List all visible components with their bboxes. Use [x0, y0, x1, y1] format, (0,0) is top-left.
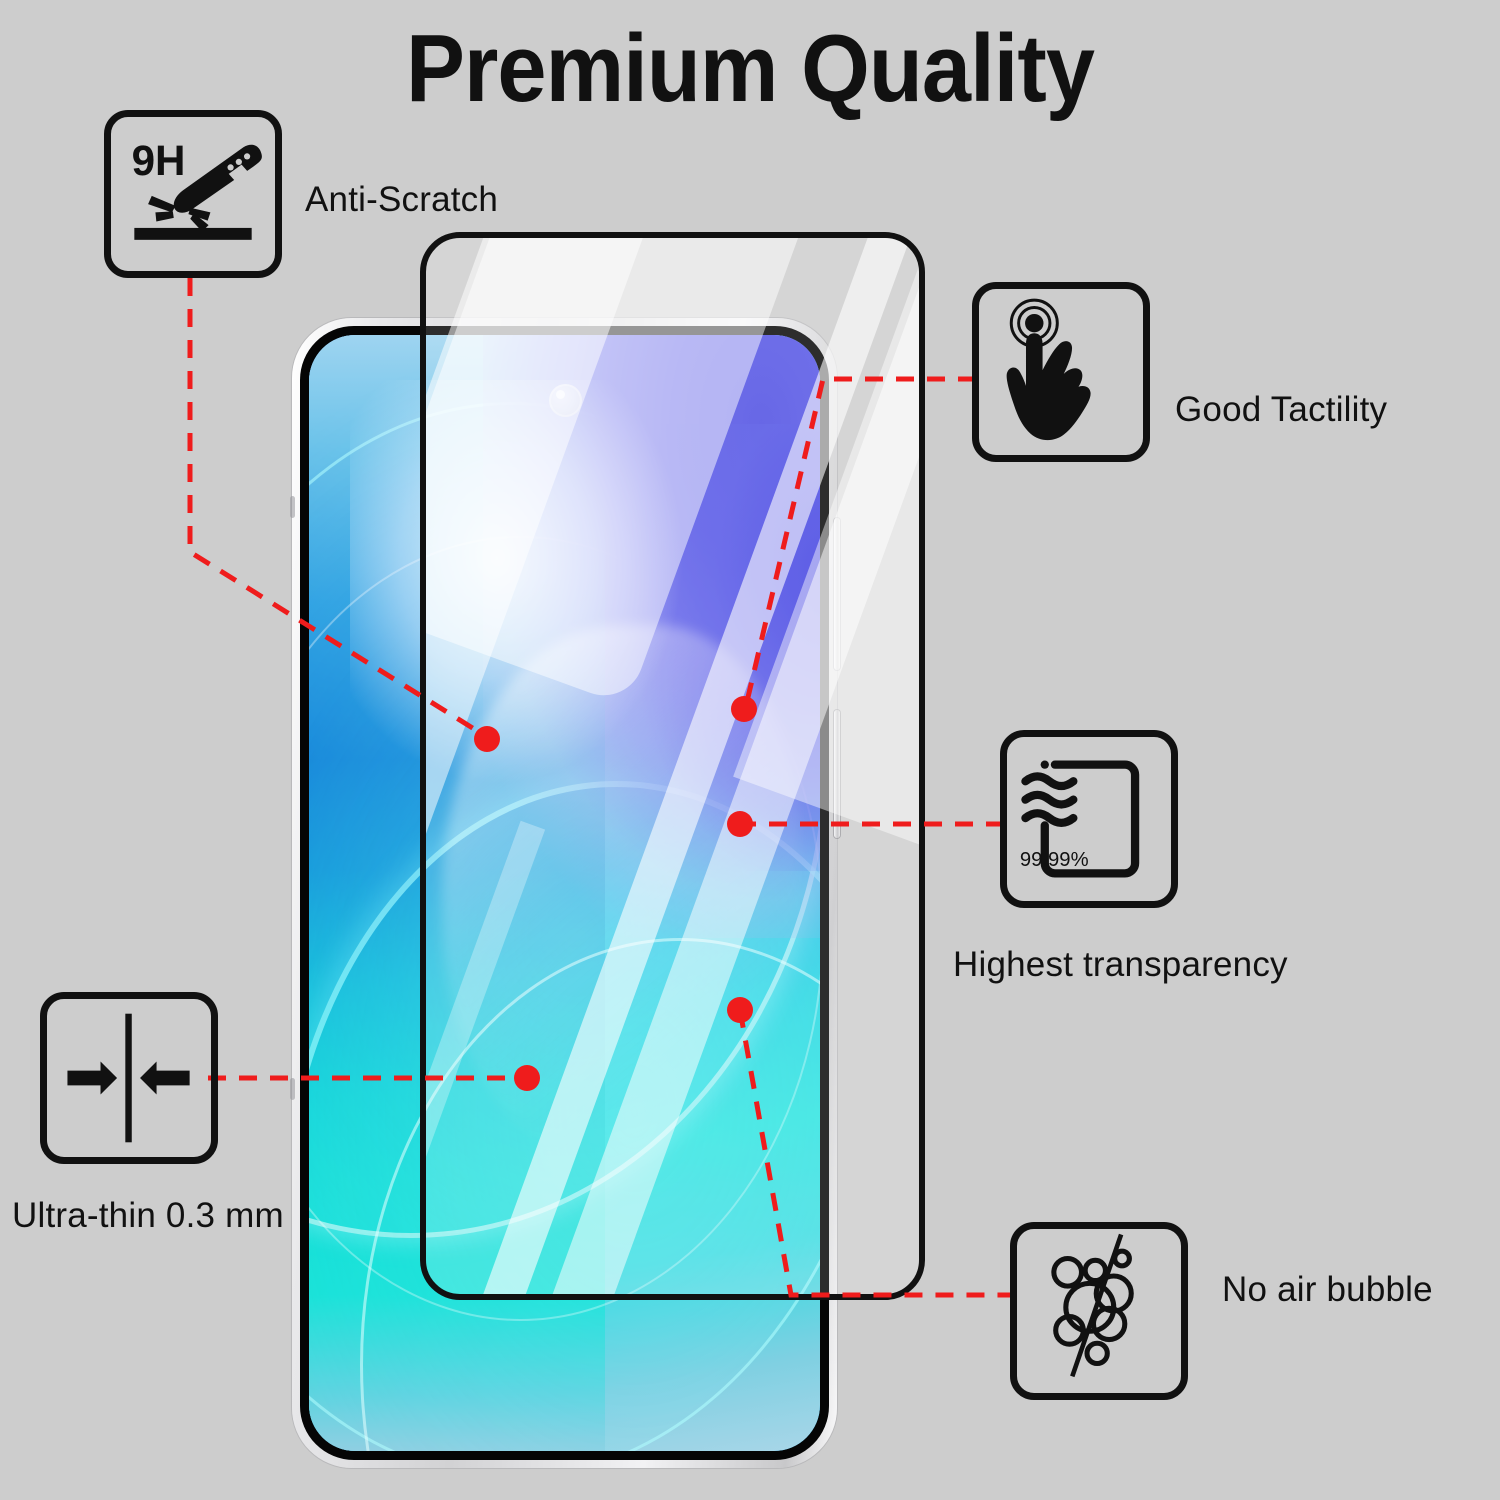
- feature-icon-no-air-bubble[interactable]: [1010, 1222, 1188, 1400]
- screen-protector-overlay: [420, 232, 925, 1300]
- thickness-arrows-icon: [67, 1013, 190, 1143]
- page-title: Premium Quality: [405, 15, 1095, 122]
- transparency-waves-phone-icon: 99.99%: [1020, 760, 1140, 878]
- feature-label-good-tactility: Good Tactility: [1175, 390, 1388, 429]
- feature-label-ultra-thin: Ultra-thin 0.3 mm: [12, 1196, 284, 1235]
- bubbles-crossed-icon: [1051, 1233, 1134, 1378]
- knife-hardness-9h-icon: 9H: [132, 137, 262, 240]
- feature-label-anti-scratch: Anti-Scratch: [305, 180, 499, 219]
- transparency-percent-text: 99.99%: [1020, 849, 1089, 871]
- svg-text:9H: 9H: [132, 137, 186, 184]
- feature-label-no-air-bubble: No air bubble: [1222, 1270, 1433, 1309]
- power-button[interactable]: [834, 710, 840, 838]
- feature-icon-anti-scratch[interactable]: 9H: [104, 110, 282, 278]
- feature-icon-ultra-thin[interactable]: [40, 992, 218, 1164]
- left-notch-bottom: [290, 1078, 295, 1100]
- feature-label-highest-transparency: Highest transparency: [953, 945, 1288, 984]
- feature-icon-good-tactility[interactable]: [972, 282, 1150, 462]
- feature-icon-highest-transparency[interactable]: 99.99%: [1000, 730, 1178, 908]
- touch-hand-icon: [1006, 298, 1091, 441]
- left-notch-top: [290, 496, 295, 518]
